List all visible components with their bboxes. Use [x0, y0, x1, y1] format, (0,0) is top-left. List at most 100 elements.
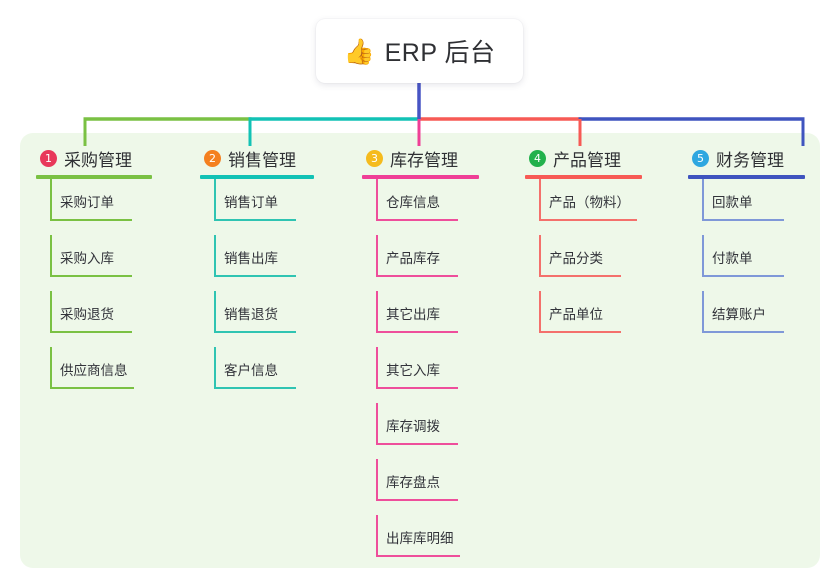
item-underline	[50, 219, 132, 221]
item-connector-stem	[539, 179, 541, 221]
branch-item[interactable]: 采购退货	[36, 291, 152, 347]
item-connector-stem	[702, 235, 704, 277]
branch-number-badge: 4	[529, 149, 546, 167]
item-label: 结算账户	[712, 307, 766, 322]
item-connector-stem	[50, 347, 52, 389]
item-underline	[376, 275, 458, 277]
branch-item[interactable]: 回款单	[688, 179, 805, 235]
branch-item-list: 仓库信息产品库存其它出库其它入库库存调拨库存盘点出库库明细	[362, 179, 479, 571]
branch-item-list: 销售订单销售出库销售退货客户信息	[200, 179, 314, 403]
branch-underline	[362, 175, 479, 179]
item-underline	[214, 275, 296, 277]
item-label: 客户信息	[224, 363, 278, 378]
item-underline	[50, 387, 134, 389]
branch-item[interactable]: 库存盘点	[362, 459, 479, 515]
item-underline	[376, 387, 458, 389]
branch-item[interactable]: 库存调拨	[362, 403, 479, 459]
branch-underline	[200, 175, 314, 179]
item-label: 产品分类	[549, 251, 603, 266]
branch-column-2: 2 销售管理销售订单销售出库销售退货客户信息	[200, 146, 314, 403]
item-label: 付款单	[712, 251, 753, 266]
item-underline	[214, 219, 296, 221]
item-label: 仓库信息	[386, 195, 440, 210]
branch-underline	[525, 175, 642, 179]
item-connector-stem	[50, 179, 52, 221]
item-label: 库存盘点	[386, 475, 440, 490]
item-connector-stem	[376, 403, 378, 445]
branch-item[interactable]: 供应商信息	[36, 347, 152, 403]
branch-title: 采购管理	[64, 150, 132, 170]
root-title: ERP 后台	[384, 39, 496, 67]
item-connector-stem	[376, 459, 378, 501]
item-connector-stem	[376, 235, 378, 277]
item-connector-stem	[702, 179, 704, 221]
item-underline	[702, 219, 784, 221]
branch-number-badge: 3	[366, 149, 383, 167]
item-connector-stem	[376, 179, 378, 221]
item-connector-stem	[539, 235, 541, 277]
branch-item[interactable]: 结算账户	[688, 291, 805, 347]
item-underline	[376, 331, 458, 333]
item-underline	[214, 387, 296, 389]
item-connector-stem	[50, 235, 52, 277]
branch-item[interactable]: 其它入库	[362, 347, 479, 403]
branch-item[interactable]: 产品分类	[525, 235, 642, 291]
branch-item[interactable]: 销售订单	[200, 179, 314, 235]
branch-header-5[interactable]: 5 财务管理	[688, 146, 805, 170]
item-connector-stem	[539, 291, 541, 333]
branch-item[interactable]: 销售出库	[200, 235, 314, 291]
item-connector-stem	[50, 291, 52, 333]
item-connector-stem	[376, 515, 378, 557]
item-underline	[376, 443, 458, 445]
branch-item[interactable]: 其它出库	[362, 291, 479, 347]
item-underline	[50, 275, 132, 277]
branch-item-list: 采购订单采购入库采购退货供应商信息	[36, 179, 152, 403]
thumbs-up-icon: 👍	[343, 37, 375, 66]
item-underline	[376, 499, 458, 501]
branch-item[interactable]: 客户信息	[200, 347, 314, 403]
diagram-panel	[20, 133, 820, 568]
branch-item-list: 回款单付款单结算账户	[688, 179, 805, 347]
branch-item[interactable]: 产品单位	[525, 291, 642, 347]
branch-item[interactable]: 出库库明细	[362, 515, 479, 571]
branch-item[interactable]: 仓库信息	[362, 179, 479, 235]
branch-number-badge: 2	[204, 149, 221, 167]
item-label: 产品单位	[549, 307, 603, 322]
branch-item[interactable]: 付款单	[688, 235, 805, 291]
branch-item[interactable]: 采购订单	[36, 179, 152, 235]
item-connector-stem	[376, 291, 378, 333]
item-connector-stem	[214, 235, 216, 277]
branch-title: 财务管理	[716, 150, 784, 170]
branch-title: 库存管理	[390, 150, 458, 170]
branch-column-3: 3 库存管理仓库信息产品库存其它出库其它入库库存调拨库存盘点出库库明细	[362, 146, 479, 571]
branch-header-3[interactable]: 3 库存管理	[362, 146, 479, 170]
item-connector-stem	[702, 291, 704, 333]
item-underline	[702, 331, 784, 333]
item-connector-stem	[214, 179, 216, 221]
item-label: 产品库存	[386, 251, 440, 266]
item-label: 其它入库	[386, 363, 440, 378]
item-underline	[376, 219, 458, 221]
branch-item[interactable]: 采购入库	[36, 235, 152, 291]
item-underline	[539, 331, 621, 333]
item-label: 回款单	[712, 195, 753, 210]
branch-item[interactable]: 产品（物料）	[525, 179, 642, 235]
item-underline	[702, 275, 784, 277]
branch-item[interactable]: 产品库存	[362, 235, 479, 291]
item-label: 库存调拨	[386, 419, 440, 434]
item-underline	[376, 555, 460, 557]
item-label: 采购入库	[60, 251, 114, 266]
branch-column-5: 5 财务管理回款单付款单结算账户	[688, 146, 805, 347]
root-node[interactable]: 👍 ERP 后台	[316, 19, 523, 83]
branch-header-2[interactable]: 2 销售管理	[200, 146, 314, 170]
branch-number-badge: 5	[692, 149, 709, 167]
item-label: 销售退货	[224, 307, 278, 322]
branch-item[interactable]: 销售退货	[200, 291, 314, 347]
item-underline	[214, 331, 296, 333]
branch-title: 销售管理	[228, 150, 296, 170]
